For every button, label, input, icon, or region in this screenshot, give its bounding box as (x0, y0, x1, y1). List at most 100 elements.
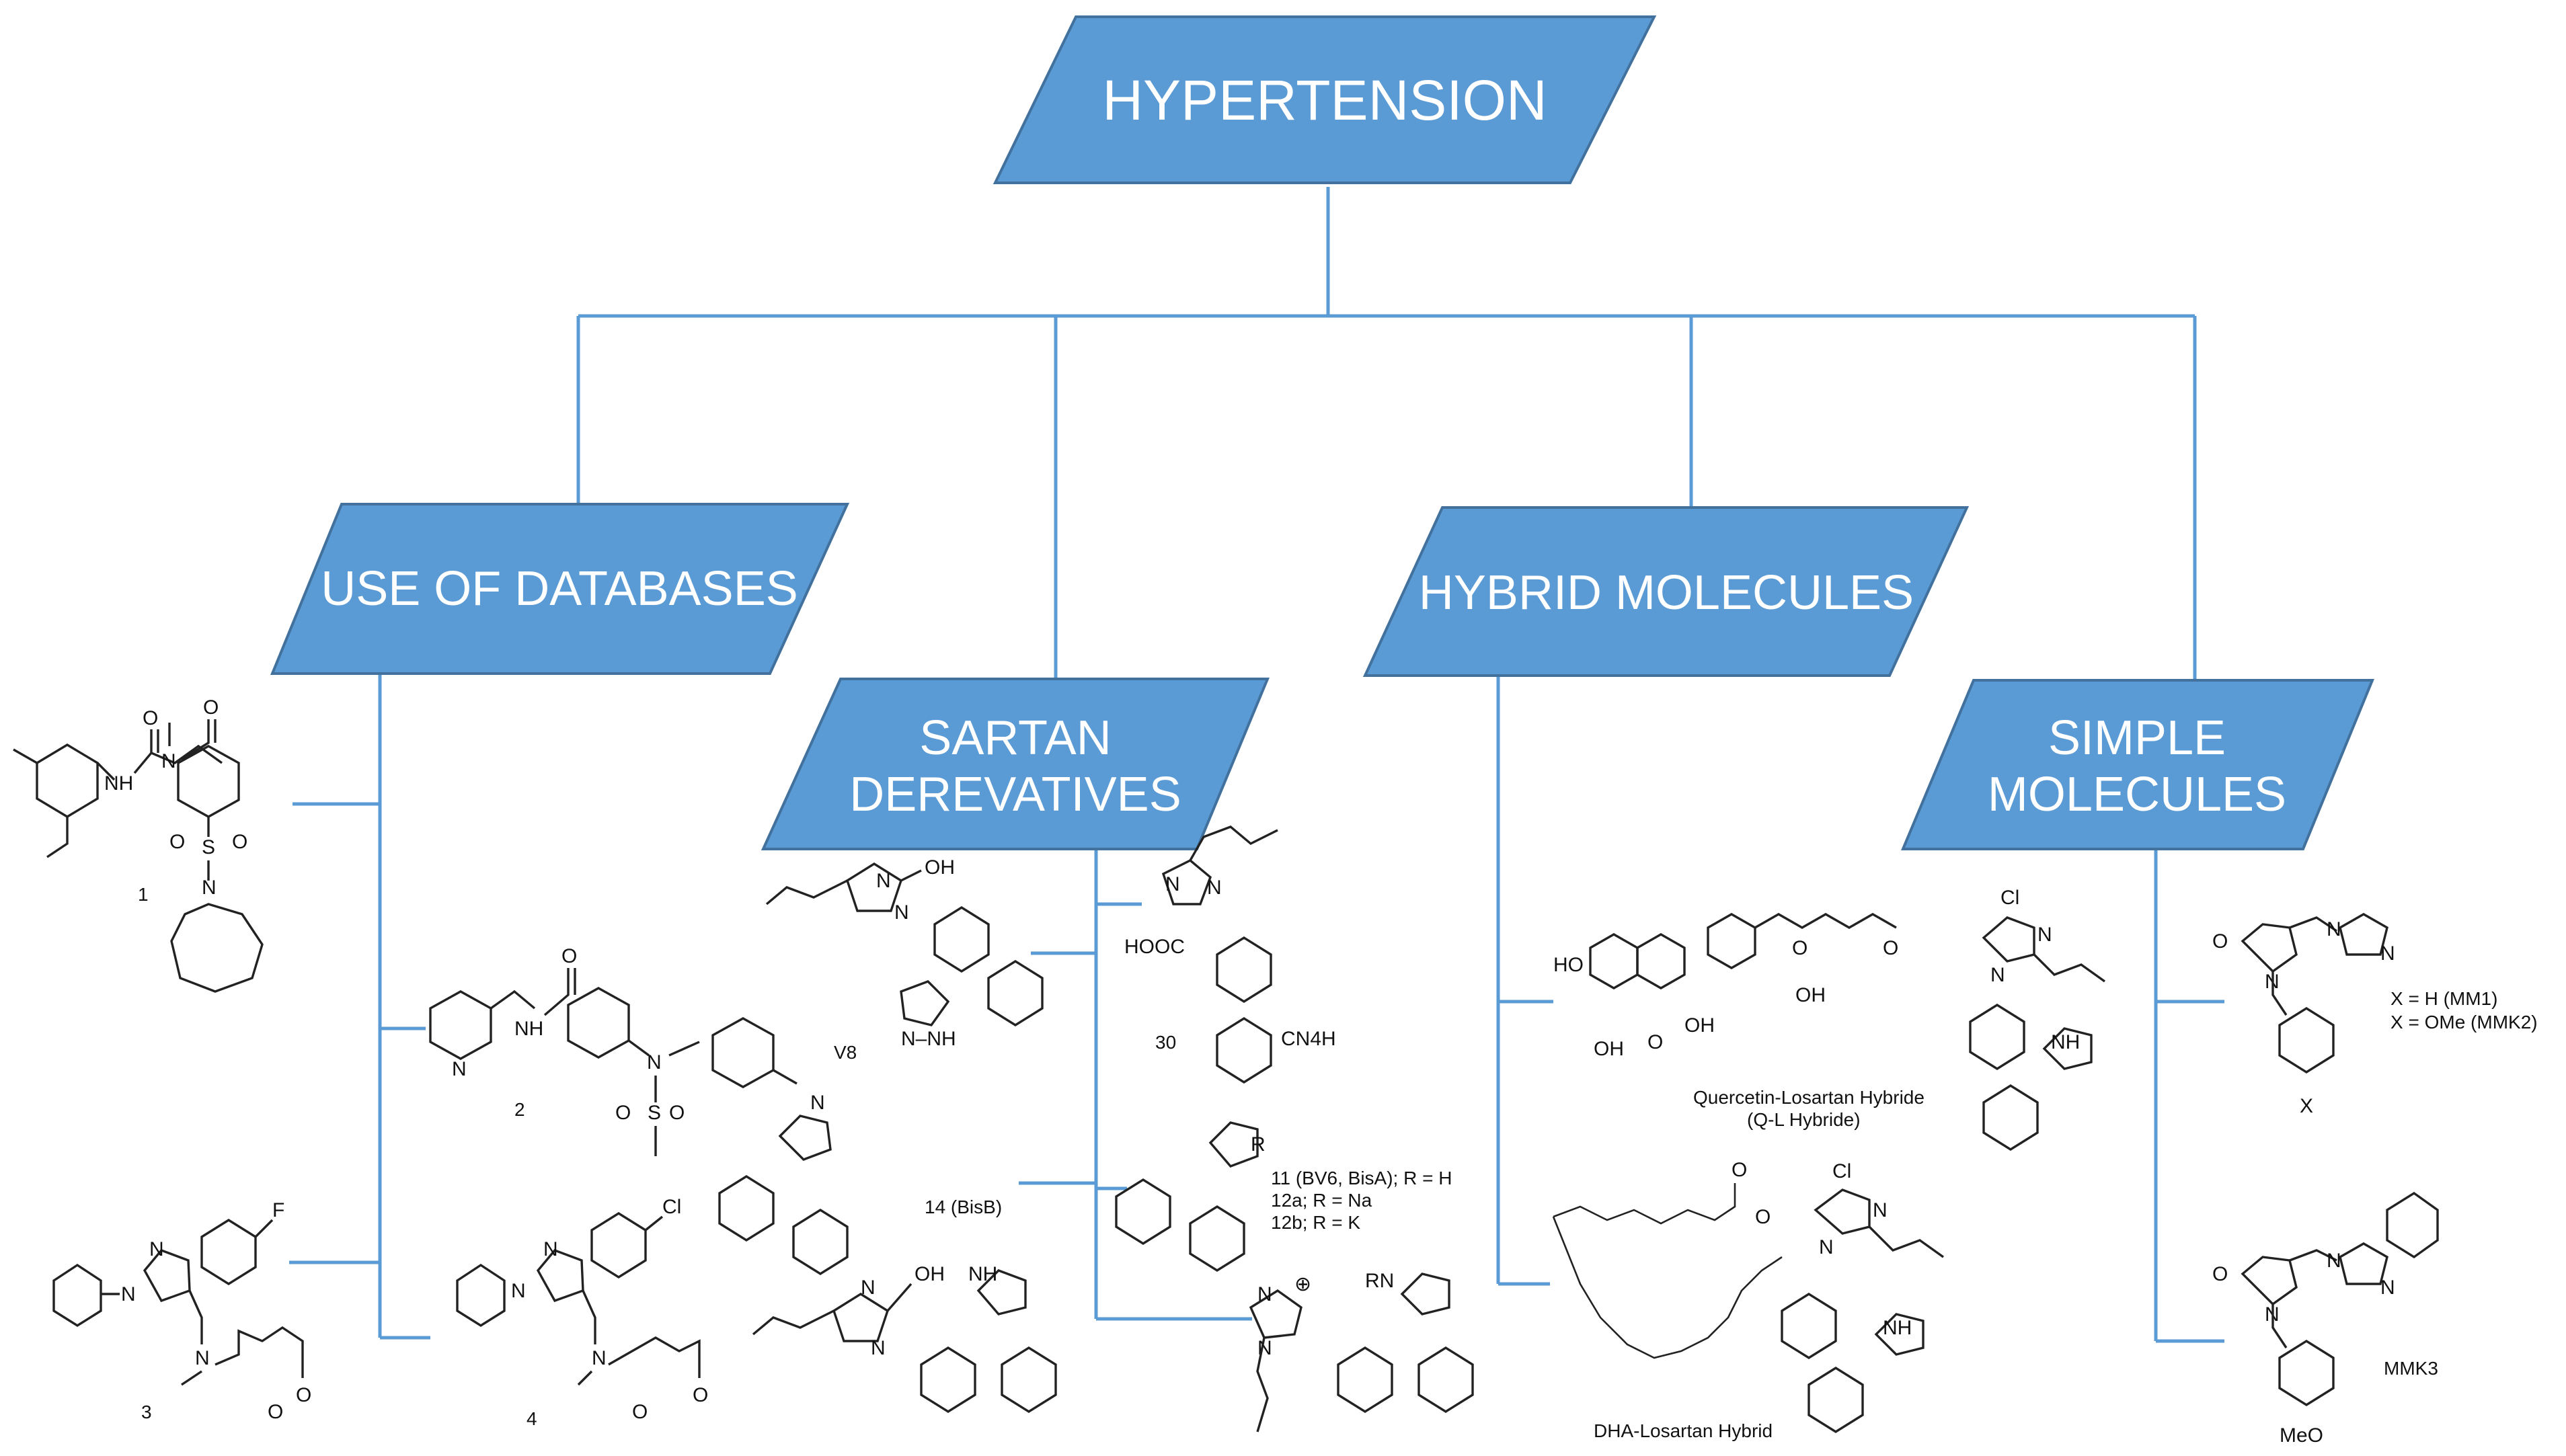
root-label: HYPERTENSION (1102, 69, 1547, 132)
svg-text:N: N (202, 877, 217, 899)
svg-text:N: N (1873, 1199, 1888, 1221)
svg-text:N: N (511, 1280, 526, 1302)
svg-text:O: O (1755, 1206, 1771, 1228)
svg-text:RN: RN (1365, 1270, 1394, 1292)
label-compound-11-3: 12b; R = K (1271, 1212, 1360, 1233)
label-compound-1: 1 (138, 884, 149, 905)
svg-text:O: O (2212, 930, 2228, 953)
svg-text:N: N (2327, 918, 2341, 940)
svg-text:N: N (894, 901, 909, 924)
svg-text:N: N (876, 870, 891, 892)
svg-text:N: N (861, 1277, 876, 1299)
svg-text:NH: NH (968, 1263, 997, 1285)
svg-text:N: N (543, 1238, 558, 1260)
svg-text:N: N (2380, 1277, 2395, 1299)
svg-text:Cl: Cl (2000, 887, 2019, 909)
svg-text:O: O (232, 831, 247, 853)
label-compound-2: 2 (514, 1099, 525, 1120)
sartan-label-2: DEREVATIVES (849, 768, 1181, 821)
svg-text:CN4H: CN4H (1281, 1028, 1336, 1050)
structure-compound-14: N N N OH NH 14 (BisB) (718, 1092, 1057, 1414)
svg-text:OH: OH (925, 856, 955, 879)
svg-text:N: N (1207, 877, 1222, 899)
databases-label: USE OF DATABASES (321, 562, 798, 616)
svg-text:N: N (1990, 964, 2005, 986)
svg-text:O: O (1732, 1159, 1747, 1181)
structure-compound-11: R N ⊕ N RN 11 (BV6, BisA); R = H 12a; R … (1115, 1121, 1474, 1432)
structure-mm1-mmk2: O N N N X X = H (MM1) X = OMe (MMK2) (2212, 913, 2538, 1117)
svg-text:N: N (161, 750, 176, 772)
label-mmk3: MMK3 (2384, 1358, 2438, 1379)
svg-text:O: O (632, 1401, 648, 1423)
svg-text:S: S (202, 836, 215, 858)
svg-text:O: O (2212, 1263, 2228, 1285)
svg-text:O: O (1883, 937, 1898, 959)
svg-text:N: N (2037, 924, 2052, 946)
label-compound-30: 30 (1155, 1032, 1176, 1053)
svg-text:X: X (2300, 1095, 2313, 1117)
label-ql-1: Quercetin-Losartan Hybride (1693, 1087, 1924, 1108)
svg-text:F: F (272, 1199, 284, 1221)
svg-text:N: N (647, 1051, 662, 1074)
svg-text:O: O (143, 707, 158, 729)
svg-text:O: O (203, 696, 219, 719)
svg-text:N: N (149, 1238, 164, 1260)
label-compound-4: 4 (527, 1408, 537, 1429)
structure-mmk3: O N N N MeO MMK3 (2212, 1191, 2439, 1447)
svg-text:O: O (1647, 1031, 1663, 1053)
box-databases: USE OF DATABASES (270, 503, 850, 675)
svg-text:OH: OH (1795, 984, 1826, 1006)
svg-text:Cl: Cl (1832, 1160, 1851, 1182)
svg-text:NH: NH (2051, 1031, 2080, 1053)
svg-text:O: O (296, 1384, 311, 1406)
label-compound-3: 3 (141, 1402, 152, 1422)
structure-quercetin-losartan: HO OH O OH OH O O Cl N N NH Quercetin-Lo… (1553, 887, 2105, 1151)
svg-text:N: N (1819, 1236, 1834, 1258)
svg-text:⊕: ⊕ (1294, 1273, 1311, 1295)
svg-text:O: O (669, 1102, 685, 1124)
structure-compound-30: N N HOOC CN4H 30 (1124, 825, 1336, 1084)
svg-text:Cl: Cl (662, 1196, 681, 1218)
svg-text:S: S (648, 1102, 661, 1124)
svg-text:N: N (195, 1347, 210, 1369)
svg-text:N: N (810, 1092, 825, 1114)
simple-label-2: MOLECULES (1988, 768, 2286, 821)
label-dha: DHA-Losartan Hybrid (1594, 1420, 1773, 1441)
sartan-label-1: SARTAN (919, 711, 1111, 765)
label-compound-11-1: 11 (BV6, BisA); R = H (1271, 1168, 1452, 1188)
svg-text:OH: OH (1594, 1038, 1624, 1060)
svg-text:O: O (561, 945, 577, 967)
hybrid-label: HYBRID MOLECULES (1419, 566, 1914, 620)
svg-text:N: N (121, 1283, 136, 1305)
svg-text:N: N (1165, 873, 1180, 895)
structure-compound-1: NH O N O S O O N 1 (13, 696, 264, 993)
structure-compound-2: N NH O N O S O 2 (429, 945, 798, 1156)
svg-text:OH: OH (915, 1263, 945, 1285)
svg-text:O: O (693, 1384, 708, 1406)
box-root: HYPERTENSION (993, 15, 1657, 184)
structure-compound-4: N N Cl N O O 4 (456, 1196, 708, 1429)
svg-text:N: N (2380, 942, 2395, 965)
svg-text:O: O (268, 1401, 283, 1423)
label-mm-2: X = OMe (MMK2) (2390, 1012, 2538, 1033)
svg-text:N: N (452, 1058, 467, 1080)
label-v8: V8 (834, 1042, 857, 1063)
svg-text:NH: NH (514, 1018, 543, 1040)
svg-text:O: O (615, 1102, 631, 1124)
svg-text:HO: HO (1553, 954, 1584, 976)
svg-text:MeO: MeO (2280, 1424, 2323, 1447)
svg-text:N: N (871, 1337, 886, 1359)
svg-text:N: N (2327, 1250, 2341, 1272)
structure-dha-losartan: O O Cl N N NH DHA-Losartan Hybrid (1552, 1159, 1944, 1441)
label-compound-11-2: 12a; R = Na (1271, 1190, 1372, 1211)
structure-v8: N N OH N–NH V8 (765, 856, 1044, 1063)
svg-text:OH: OH (1684, 1014, 1715, 1037)
label-ql-2: (Q-L Hybride) (1747, 1109, 1861, 1130)
svg-text:NH: NH (104, 772, 133, 795)
box-hybrid: HYBRID MOLECULES (1362, 506, 1970, 677)
box-sartan: SARTAN DEREVATIVES (761, 678, 1270, 850)
label-compound-14: 14 (BisB) (925, 1197, 1002, 1217)
connectors (289, 187, 2224, 1343)
svg-text:HOOC: HOOC (1124, 936, 1185, 958)
